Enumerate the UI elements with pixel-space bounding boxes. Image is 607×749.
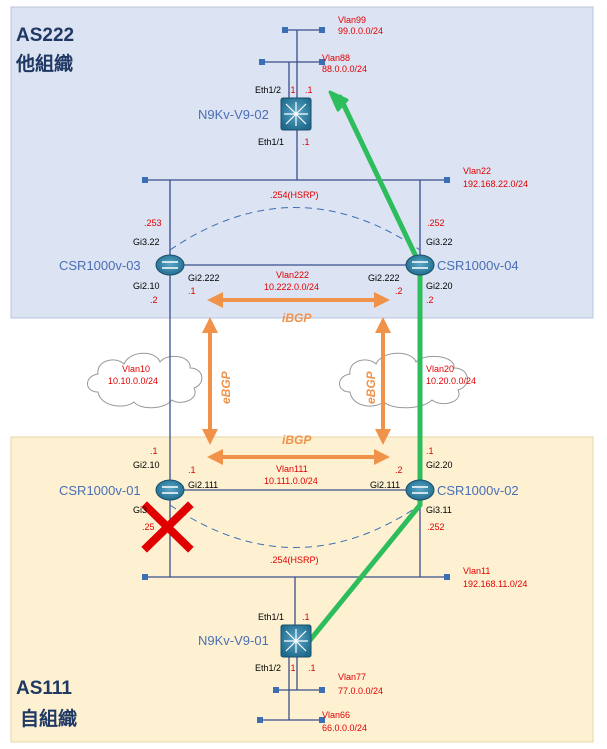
vlan11-net: 192.168.11.0/24 — [463, 579, 527, 589]
vlan111-name: Vlan111 — [276, 464, 308, 474]
if-label: Eth1/1 — [258, 612, 284, 622]
as111-name: 自組織 — [20, 707, 77, 730]
router-icon — [405, 479, 435, 501]
hsrp-arc-top — [169, 207, 421, 251]
ibgp-label-top: iBGP — [282, 311, 312, 325]
if-label: Gi3.11 — [426, 505, 452, 515]
vlan20-net: 10.20.0.0/24 — [426, 376, 476, 386]
csr01-name: CSR1000v-01 — [59, 483, 141, 498]
if-label: Gi2.111 — [188, 480, 218, 490]
as222-name: 他組織 — [15, 52, 73, 75]
vlan77-net: 77.0.0.0/24 — [338, 686, 383, 696]
ip-label: .1 — [188, 465, 196, 475]
ip-label: .1 — [302, 612, 310, 622]
vlan20-name: Vlan20 — [426, 364, 454, 374]
ebgp-label-left: eBGP — [219, 370, 233, 404]
ibgp-label-bottom: iBGP — [282, 433, 312, 447]
ip-label: .1 — [150, 446, 158, 456]
ip-label: .2 — [395, 286, 403, 296]
n9k-bottom-name: N9Kv-V9-01 — [198, 633, 269, 648]
as222-number: AS222 — [16, 25, 74, 46]
red-x-icon — [141, 501, 194, 553]
vlan66-name: Vlan66 — [322, 710, 350, 720]
vlan22-net: 192.168.22.0/24 — [463, 179, 528, 189]
ip-label: .2 — [426, 295, 434, 305]
n9k-top-name: N9Kv-V9-02 — [198, 107, 269, 122]
vlan10-name: Vlan10 — [122, 364, 150, 374]
if-label: Gi3 — [133, 505, 147, 515]
ip-label: .1 — [426, 446, 434, 456]
ip-label: .1 — [305, 85, 313, 95]
router-icon — [155, 254, 185, 276]
traffic-path — [299, 90, 423, 653]
ip-label: .1 — [288, 85, 296, 95]
vlan222-net: 10.222.0.0/24 — [264, 282, 319, 292]
if-label: Gi2.20 — [426, 281, 453, 291]
nexus-switch-icon — [280, 624, 312, 658]
if-label: Gi3.22 — [133, 237, 160, 247]
bus-end-markers — [142, 27, 450, 723]
vlan99-net: 99.0.0.0/24 — [338, 26, 383, 36]
csr03-name: CSR1000v-03 — [59, 258, 141, 273]
if-label: Gi2.10 — [133, 281, 160, 291]
if-label: Eth1/2 — [255, 85, 281, 95]
if-label: Gi2.20 — [426, 460, 453, 470]
ip-label: .25 — [142, 522, 155, 532]
ip-label: .1 — [288, 663, 296, 673]
vlan88-name: Vlan88 — [322, 53, 350, 63]
ip-label: .1 — [188, 286, 196, 296]
ebgp-label-right: eBGP — [364, 370, 378, 404]
vlan22-name: Vlan22 — [463, 166, 491, 176]
ip-label: .2 — [395, 465, 403, 475]
csr04-name: CSR1000v-04 — [437, 258, 519, 273]
as111-zone — [10, 436, 594, 743]
hsrp-label: .254(HSRP) — [270, 190, 319, 200]
ip-label: .252 — [427, 218, 445, 228]
ip-label: .1 — [302, 137, 310, 147]
hsrp-arc-bottom — [169, 504, 421, 548]
vlan66-net: 66.0.0.0/24 — [322, 723, 367, 733]
if-label: Gi2.10 — [133, 460, 160, 470]
vlan222-name: Vlan222 — [276, 270, 309, 280]
nexus-switch-icon — [280, 97, 312, 131]
router-icon — [405, 254, 435, 276]
if-label: Gi2.111 — [370, 480, 400, 490]
as111-number: AS111 — [16, 678, 72, 699]
ip-label: .252 — [427, 522, 445, 532]
cloud-icon — [87, 352, 203, 409]
if-label: Gi2.222 — [188, 273, 220, 283]
cloud-icon — [339, 352, 468, 409]
ip-label: .253 — [144, 218, 162, 228]
vlan77-name: Vlan77 — [338, 672, 366, 682]
if-label: Eth1/1 — [258, 137, 284, 147]
router-icon — [155, 479, 185, 501]
vlan99-name: Vlan99 — [338, 15, 366, 25]
vlan10-net: 10.10.0.0/24 — [108, 376, 158, 386]
vlan11-name: Vlan11 — [463, 566, 490, 576]
vlan88-net: 88.0.0.0/24 — [322, 64, 367, 74]
hsrp-label: .254(HSRP) — [270, 555, 319, 565]
bgp-arrows — [202, 292, 391, 465]
if-label: Eth1/2 — [255, 663, 281, 673]
if-label: Gi3.22 — [426, 237, 453, 247]
as222-zone — [10, 6, 594, 319]
if-label: Gi2.222 — [368, 273, 400, 283]
ip-label: .1 — [308, 663, 316, 673]
ip-label: .2 — [150, 295, 158, 305]
csr02-name: CSR1000v-02 — [437, 483, 519, 498]
vlan111-net: 10.111.0.0/24 — [264, 476, 318, 486]
